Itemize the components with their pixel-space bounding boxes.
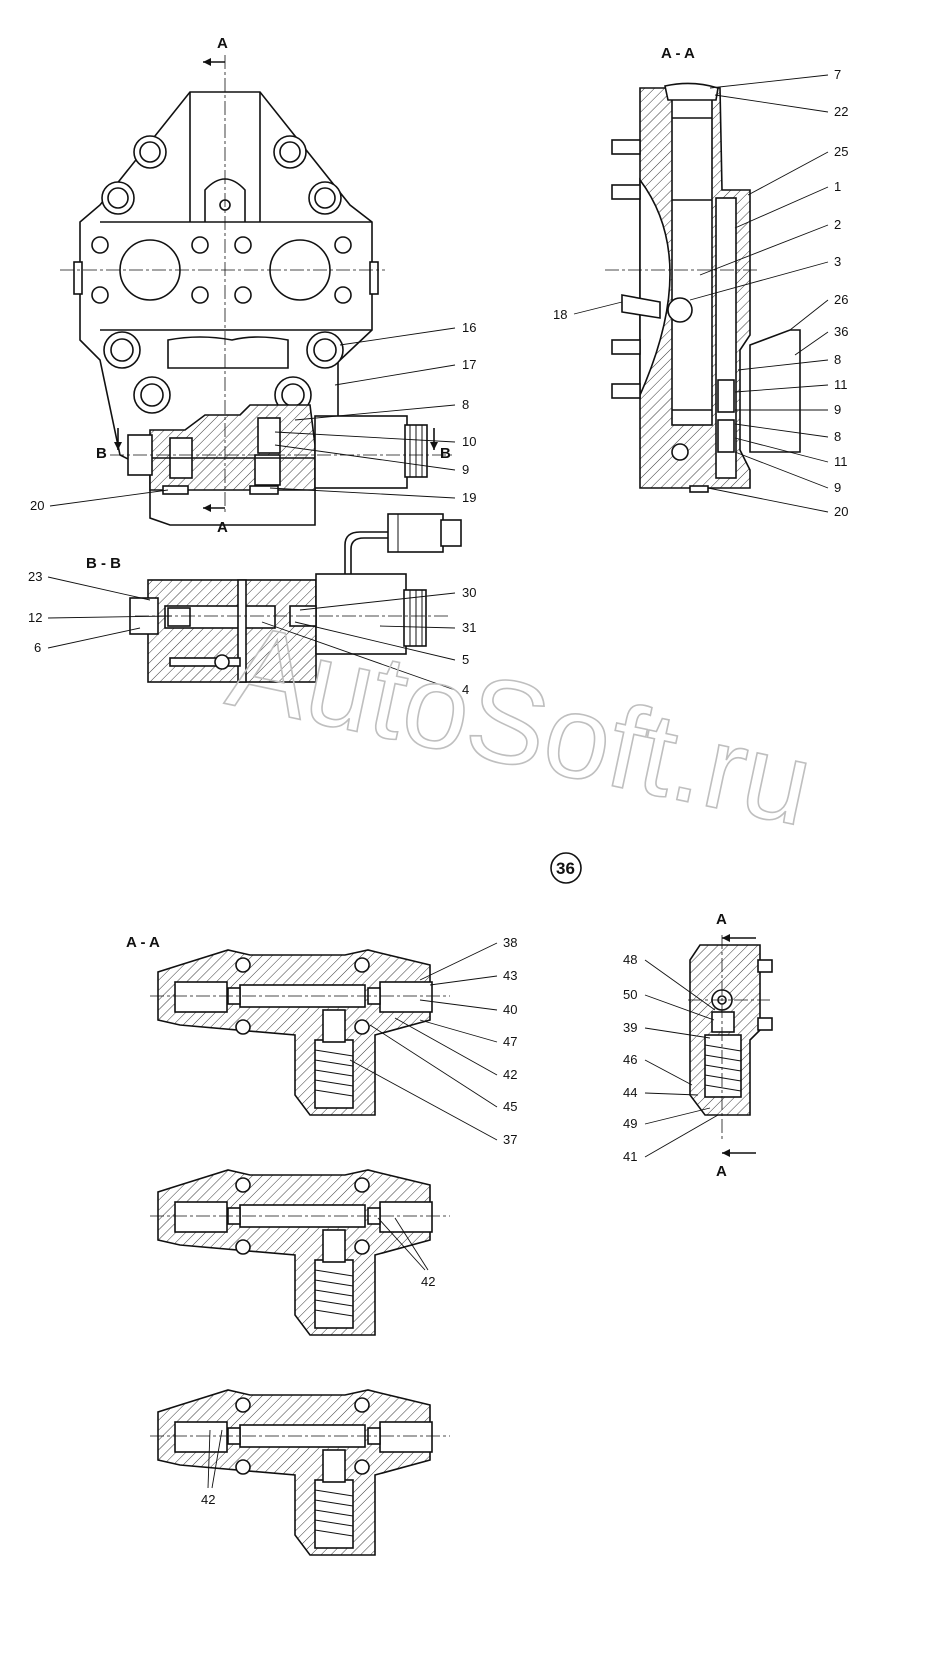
side-view-leaders (644, 959, 719, 1158)
callout-12: 12 (28, 610, 42, 625)
label-view-b-left: B (96, 445, 107, 462)
section-aa-lower-leaders (349, 942, 498, 1141)
callout-26: 26 (834, 292, 848, 307)
label-side-a-top: A (716, 911, 727, 928)
callout-7: 7 (834, 67, 841, 82)
side-view (688, 934, 773, 1157)
callout-20b: 20 (834, 504, 848, 519)
callout-16: 16 (462, 320, 476, 335)
label-view-b-right: B (440, 445, 451, 462)
callout-9: 9 (462, 462, 469, 477)
callout-8b: 8 (834, 429, 841, 444)
tee-section-1 (150, 949, 450, 1116)
callout-42-variant-3: 42 (201, 1492, 215, 1507)
figure-number-badge (550, 852, 582, 884)
section-aa-top-leaders (573, 74, 829, 513)
callout-45: 45 (503, 1099, 517, 1114)
callout-9a: 9 (834, 402, 841, 417)
variant-3-leaders (207, 1429, 223, 1489)
label-view-a-bottom: A (217, 519, 228, 536)
callout-22: 22 (834, 104, 848, 119)
callout-4: 4 (462, 682, 469, 697)
callout-30: 30 (462, 585, 476, 600)
callout-9b: 9 (834, 480, 841, 495)
callout-11a: 11 (834, 377, 848, 392)
callout-18: 18 (553, 307, 567, 322)
callout-39: 39 (623, 1020, 637, 1035)
label-section-bb: B - B (86, 555, 121, 572)
small-holes (91, 236, 352, 304)
label-side-a-bottom: A (716, 1163, 727, 1180)
front-view (60, 55, 455, 526)
tee-section-3 (149, 1389, 451, 1556)
callout-50: 50 (623, 987, 637, 1002)
callout-42: 42 (503, 1067, 517, 1082)
callout-3: 3 (834, 254, 841, 269)
callout-19: 19 (462, 490, 476, 505)
callout-20: 20 (30, 498, 44, 513)
callout-46: 46 (623, 1052, 637, 1067)
bolt-circles (101, 135, 344, 414)
callout-37: 37 (503, 1132, 517, 1147)
callout-48: 48 (623, 952, 637, 967)
callout-8: 8 (462, 397, 469, 412)
spring-coils (314, 1049, 354, 1097)
callout-40: 40 (503, 1002, 517, 1017)
front-view-leaders (49, 327, 456, 507)
callout-17: 17 (462, 357, 476, 372)
section-bb-leaders (47, 576, 456, 691)
figure-number: 36 (556, 859, 575, 878)
callout-25: 25 (834, 144, 848, 159)
callout-47: 47 (503, 1034, 517, 1049)
callout-10: 10 (462, 434, 476, 449)
callout-5: 5 (462, 652, 469, 667)
callout-36: 36 (834, 324, 848, 339)
callout-6: 6 (34, 640, 41, 655)
callout-1: 1 (834, 179, 841, 194)
label-section-aa-top: A - A (661, 45, 695, 62)
section-bb (129, 513, 462, 683)
callout-38: 38 (503, 935, 517, 950)
callout-8a: 8 (834, 352, 841, 367)
label-view-a-top: A (217, 35, 228, 52)
section-aa-top (605, 82, 801, 493)
callout-31: 31 (462, 620, 476, 635)
callout-49: 49 (623, 1116, 637, 1131)
callout-43: 43 (503, 968, 517, 983)
callout-2: 2 (834, 217, 841, 232)
callout-41: 41 (623, 1149, 637, 1164)
callout-42-variant-2: 42 (421, 1274, 435, 1289)
callout-44: 44 (623, 1085, 637, 1100)
tee-section-2 (149, 1169, 451, 1336)
variant-2-leaders (377, 1217, 429, 1271)
callout-11b: 11 (834, 454, 848, 469)
watermark: AutoSoft.ru (218, 599, 823, 851)
callout-23: 23 (28, 569, 42, 584)
label-section-aa-lower: A - A (126, 934, 160, 951)
